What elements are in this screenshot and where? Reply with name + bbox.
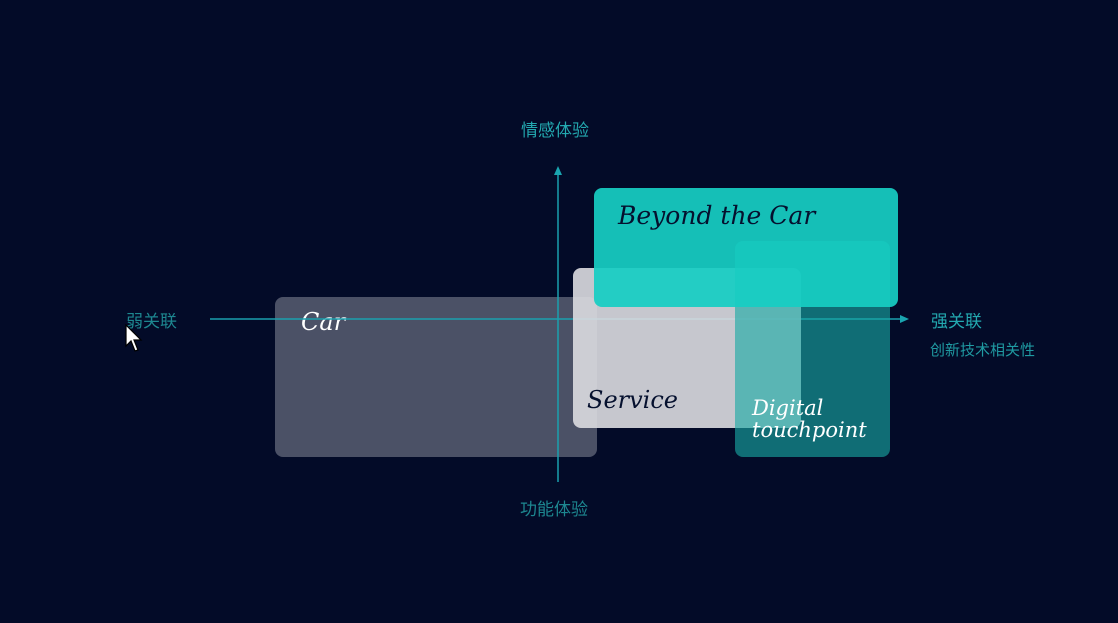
beyond-the-car-card: Beyond the Car xyxy=(594,188,898,307)
car-card-title: Car xyxy=(301,308,346,336)
car-card: Car xyxy=(275,297,597,457)
top-axis-label: 情感体验 xyxy=(521,121,589,141)
right-axis-label: 强关联 xyxy=(931,312,982,332)
right-axis-sublabel: 创新技术相关性 xyxy=(930,341,1036,359)
digital-touchpoint-card-title: Digital touchpoint xyxy=(752,396,867,442)
bottom-axis-label: 功能体验 xyxy=(520,500,588,520)
service-card-title: Service xyxy=(587,386,678,414)
vertical-axis-arrow xyxy=(554,166,562,175)
horizontal-axis-arrow xyxy=(900,315,909,323)
mouse-pointer-icon xyxy=(125,324,143,352)
beyond-the-car-card-title: Beyond the Car xyxy=(618,201,816,230)
left-axis-label: 弱关联 xyxy=(126,312,177,332)
